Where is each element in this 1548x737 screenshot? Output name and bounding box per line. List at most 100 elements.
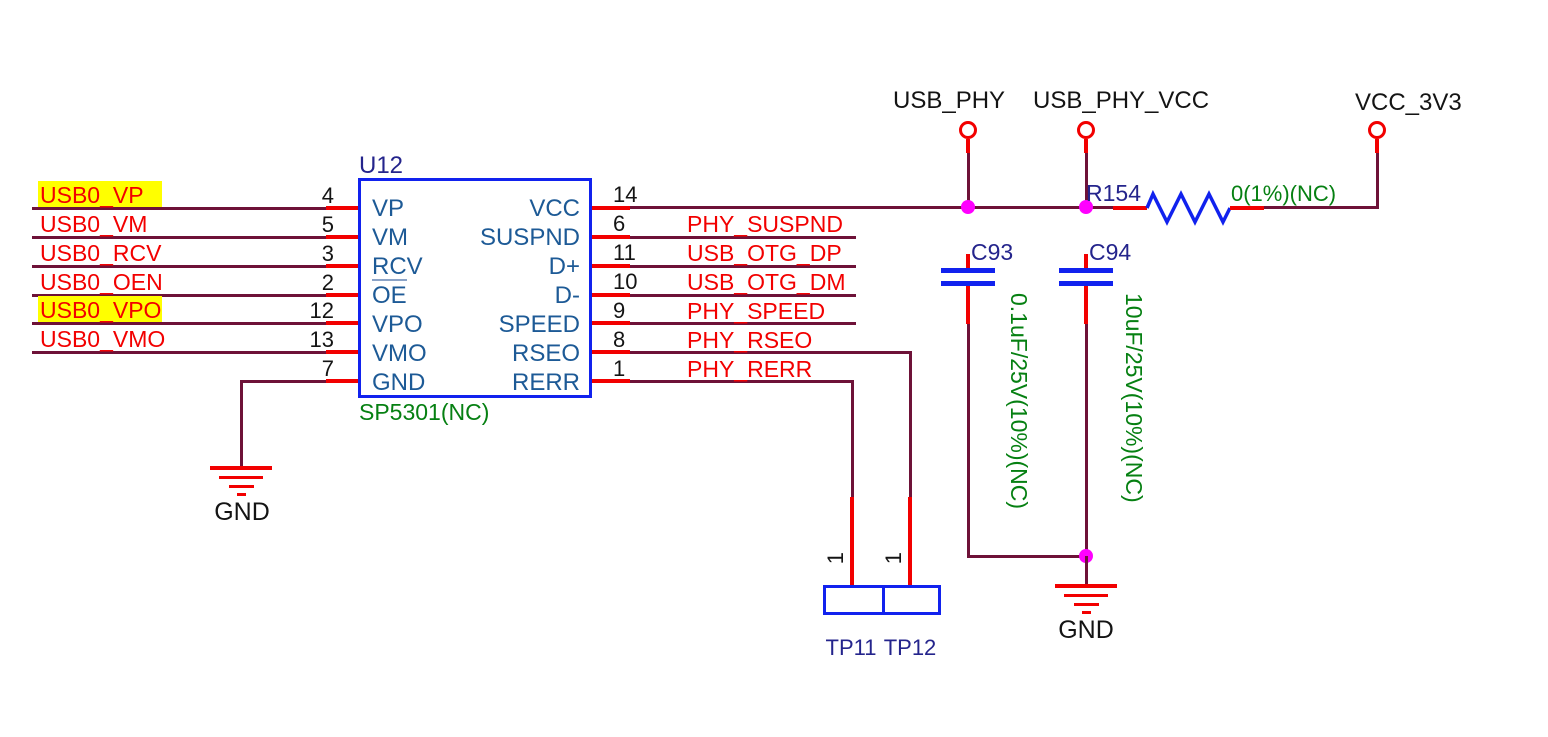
pin-stub (326, 235, 358, 239)
net-label-usb0-rcv: USB0_RCV (40, 240, 162, 266)
chip-pin-name-suspnd: SUSPND (479, 224, 580, 251)
chip-pin-name-speed: SPEED (498, 311, 580, 338)
pin-stub (1230, 206, 1264, 210)
capacitor-value-c94: 10uF/25V(10%)(NC) (1121, 293, 1147, 503)
capacitor-plate (941, 268, 995, 273)
chip-part-number: SP5301(NC) (359, 399, 490, 425)
chip-pin-name-vm: VM (372, 224, 408, 251)
wire (32, 294, 326, 297)
testpoint-pin-number: 1 (880, 551, 906, 565)
net-label-usb-otg-dm: USB_OTG_DM (687, 269, 846, 295)
wire (32, 322, 326, 325)
power-terminal-icon (1368, 121, 1386, 139)
pin-number: 13 (309, 327, 334, 352)
pin-stub (966, 139, 970, 153)
pin-stub (592, 293, 630, 297)
wire (967, 555, 1088, 558)
pin-stub (326, 350, 358, 354)
wire (1085, 556, 1088, 584)
pin-number: 8 (613, 327, 626, 352)
wire (1376, 153, 1379, 209)
wire (630, 322, 856, 325)
gnd-label-left: GND (214, 498, 270, 526)
gnd-label-right: GND (1058, 616, 1114, 644)
net-label-usb0-vp: USB0_VP (40, 182, 144, 208)
testpoint-box (823, 585, 941, 615)
testpoint-refdes-tp12: TP12 (883, 635, 937, 660)
capacitor-plate (1059, 281, 1113, 286)
gnd-symbol-bar (229, 485, 254, 488)
gnd-symbol-bar (210, 466, 272, 470)
wire (967, 324, 970, 557)
pin-number: 3 (321, 241, 334, 266)
pin-stub (592, 264, 630, 268)
testpoint-refdes-tp11: TP11 (825, 635, 877, 660)
capacitor-lead (966, 286, 970, 324)
wire (630, 265, 856, 268)
wire (630, 380, 854, 383)
wire (1085, 324, 1088, 557)
pin-stub (1084, 139, 1088, 153)
pin-number: 6 (613, 211, 626, 236)
pin-stub (326, 264, 358, 268)
pin-stub (592, 350, 630, 354)
wire-vcc-rail (630, 206, 1113, 209)
capacitor-lead (1084, 286, 1088, 324)
net-label-usb0-vmo: USB0_VMO (40, 326, 166, 352)
chip-body-u12 (358, 178, 592, 398)
net-label-usb0-oen: USB0_OEN (40, 269, 163, 295)
testpoint-box-divider (882, 588, 885, 612)
wire (1085, 153, 1088, 208)
net-label-phy-rseo: PHY_RSEO (687, 327, 813, 353)
resistor-zigzag-icon (1145, 189, 1232, 226)
resistor-value: 0(1%)(NC) (1231, 181, 1337, 206)
chip-pin-name-oe: OE (372, 279, 407, 309)
wire (967, 153, 970, 208)
net-label-usb0-vm: USB0_VM (40, 211, 148, 237)
pin-stub (326, 293, 358, 297)
wire (630, 294, 856, 297)
capacitor-plate (941, 281, 995, 286)
power-port-label-usb-phy-vcc: USB_PHY_VCC (1033, 87, 1210, 114)
chip-refdes: U12 (359, 152, 404, 179)
wire (240, 380, 243, 468)
chip-pin-name-vpo: VPO (372, 311, 423, 338)
chip-pin-name-dplus: D+ (548, 253, 580, 280)
pin-number: 11 (613, 240, 636, 265)
capacitor-refdes-c94: C94 (1089, 239, 1132, 265)
chip-pin-name-vmo: VMO (372, 340, 427, 367)
junction-dot (961, 200, 975, 214)
chip-pin-name-gnd: GND (372, 369, 426, 396)
gnd-symbol-bar (1064, 594, 1108, 597)
testpoint-lead (908, 497, 912, 596)
chip-pin-name-vp: VP (372, 195, 405, 222)
pin-number: 5 (321, 212, 334, 237)
wire (32, 265, 326, 268)
testpoint-lead (850, 497, 854, 596)
pin-number: 1 (613, 356, 626, 381)
highlight-usb0-vpo (38, 296, 162, 323)
wire (32, 207, 326, 210)
capacitor-plate (1059, 268, 1113, 273)
wire (240, 380, 326, 383)
resistor-refdes: R154 (1086, 180, 1141, 206)
capacitor-lead (1084, 254, 1088, 270)
pin-number: 4 (321, 183, 334, 208)
wire (32, 236, 326, 239)
pin-stub (592, 379, 630, 383)
pin-number: 9 (613, 298, 626, 323)
pin-stub (326, 321, 358, 325)
capacitor-value-c93: 0.1uF/25V(10%)(NC) (1006, 293, 1032, 510)
gnd-symbol-bar (219, 476, 263, 479)
chip-pin-name-dminus: D- (554, 282, 580, 309)
junction-dot (1079, 200, 1093, 214)
net-label-phy-rerr: PHY_RERR (687, 356, 813, 382)
capacitor-refdes-c93: C93 (971, 239, 1014, 265)
gnd-symbol-bar (1082, 611, 1091, 614)
pin-number: 2 (321, 270, 334, 295)
capacitor-lead (966, 254, 970, 270)
power-port-label-vcc-3v3: VCC_3V3 (1355, 89, 1462, 116)
pin-number: 7 (321, 356, 334, 381)
gnd-symbol-bar (1055, 584, 1117, 588)
